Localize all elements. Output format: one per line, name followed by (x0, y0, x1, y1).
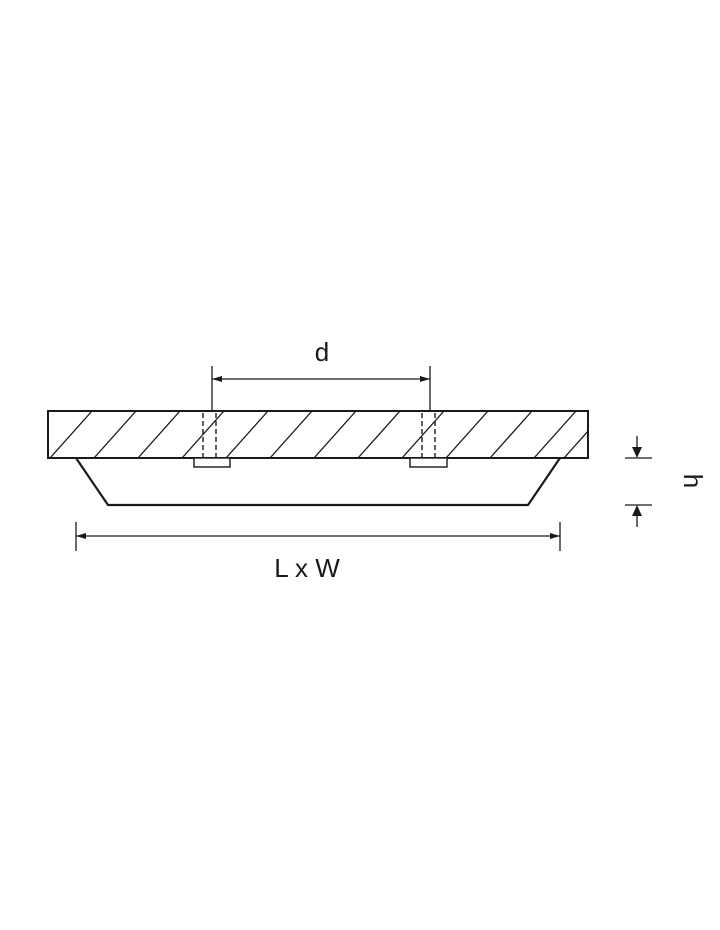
mounting-screw-right (409, 413, 448, 468)
dimension-d-label: d (315, 337, 329, 367)
plate-hatching (49, 411, 588, 458)
dimension-h (625, 436, 652, 527)
dimension-d (211, 366, 431, 410)
mounting-plate (47, 410, 589, 459)
dimension-lxw-label: L x W (274, 553, 340, 583)
dimension-h-label: h (678, 474, 708, 488)
diffuser-body (75, 457, 561, 507)
mounting-screw-left (193, 413, 231, 468)
plate-outline (47, 410, 589, 459)
dimension-lxw (75, 522, 561, 551)
